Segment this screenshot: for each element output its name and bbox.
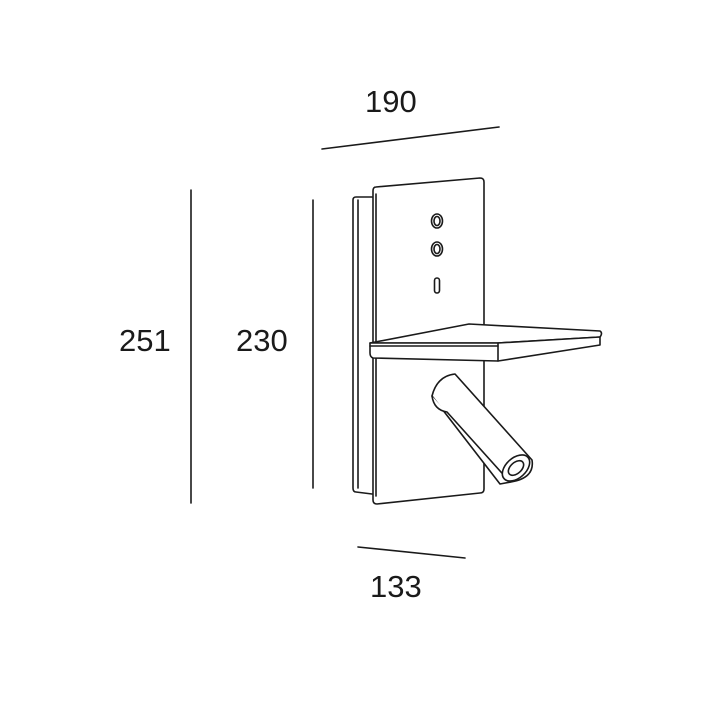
dimension-line-top <box>321 126 500 150</box>
back-plate <box>352 196 373 495</box>
dimension-line-bottom <box>357 546 466 559</box>
touch-switch-upper <box>430 213 444 229</box>
dimension-label-width-top: 190 <box>365 84 417 119</box>
touch-switch-lower <box>430 241 444 257</box>
reading-light-arm <box>431 373 534 485</box>
dimension-label-height-total: 251 <box>119 323 171 358</box>
dimension-label-width-bottom: 133 <box>370 569 422 604</box>
dimension-label-height-plate: 230 <box>236 323 288 358</box>
usb-port <box>433 277 441 294</box>
shelf <box>369 323 603 362</box>
